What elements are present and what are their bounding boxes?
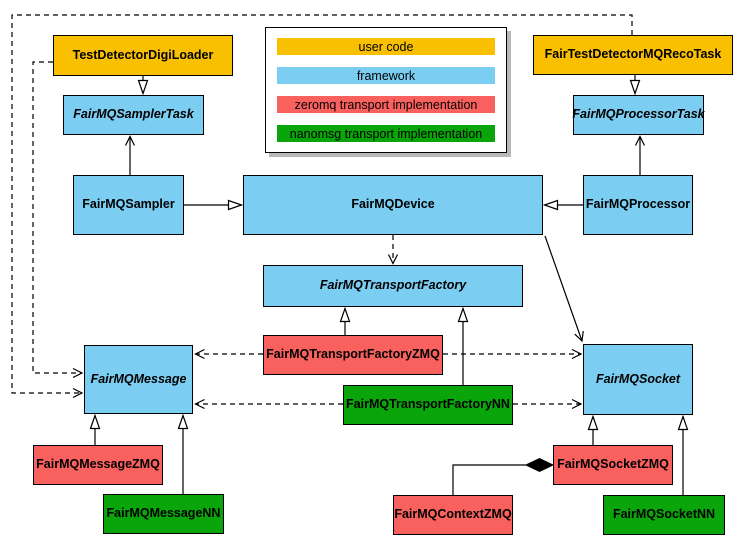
node-fair-test-detector-mq-reco-task: FairTestDetectorMQRecoTask [533,35,733,75]
composition-diamond-icon [524,457,555,473]
node-fairmq-socket: FairMQSocket [583,344,693,415]
legend: user code framework zeromq transport imp… [265,27,507,153]
node-fairmq-message-nn: FairMQMessageNN [103,494,224,534]
node-fairmq-transport-factory: FairMQTransportFactory [263,265,523,307]
node-fairmq-processor-task: FairMQProcessorTask [572,95,705,135]
node-fairmq-device: FairMQDevice [243,175,543,235]
edge-recotask-uses-message [11,14,633,399]
node-fairmq-sampler: FairMQSampler [73,175,184,235]
node-fairmq-context-zmq: FairMQContextZMQ [393,495,513,535]
node-fairmq-message: FairMQMessage [84,345,193,414]
legend-item-framework: framework [277,67,495,84]
node-fairmq-message-zmq: FairMQMessageZMQ [33,445,163,485]
node-fairmq-processor: FairMQProcessor [583,175,693,235]
node-fairmq-socket-zmq: FairMQSocketZMQ [553,445,673,485]
node-fairmq-transport-factory-zmq: FairMQTransportFactoryZMQ [263,335,443,375]
node-test-detector-digi-loader: TestDetectorDigiLoader [53,35,233,76]
legend-item-user-code: user code [277,38,495,55]
legend-item-nanomsg: nanomsg transport implementation [277,125,495,142]
legend-item-zeromq: zeromq transport implementation [277,96,495,113]
edge-digiloader-uses-message [32,61,84,379]
edge-device-uses-socket [544,235,584,343]
node-fairmq-transport-factory-nn: FairMQTransportFactoryNN [343,385,513,425]
edge-socketzmq-owns-contextzmq [452,464,526,495]
node-fairmq-sampler-task: FairMQSamplerTask [63,95,204,135]
node-fairmq-socket-nn: FairMQSocketNN [603,495,725,535]
